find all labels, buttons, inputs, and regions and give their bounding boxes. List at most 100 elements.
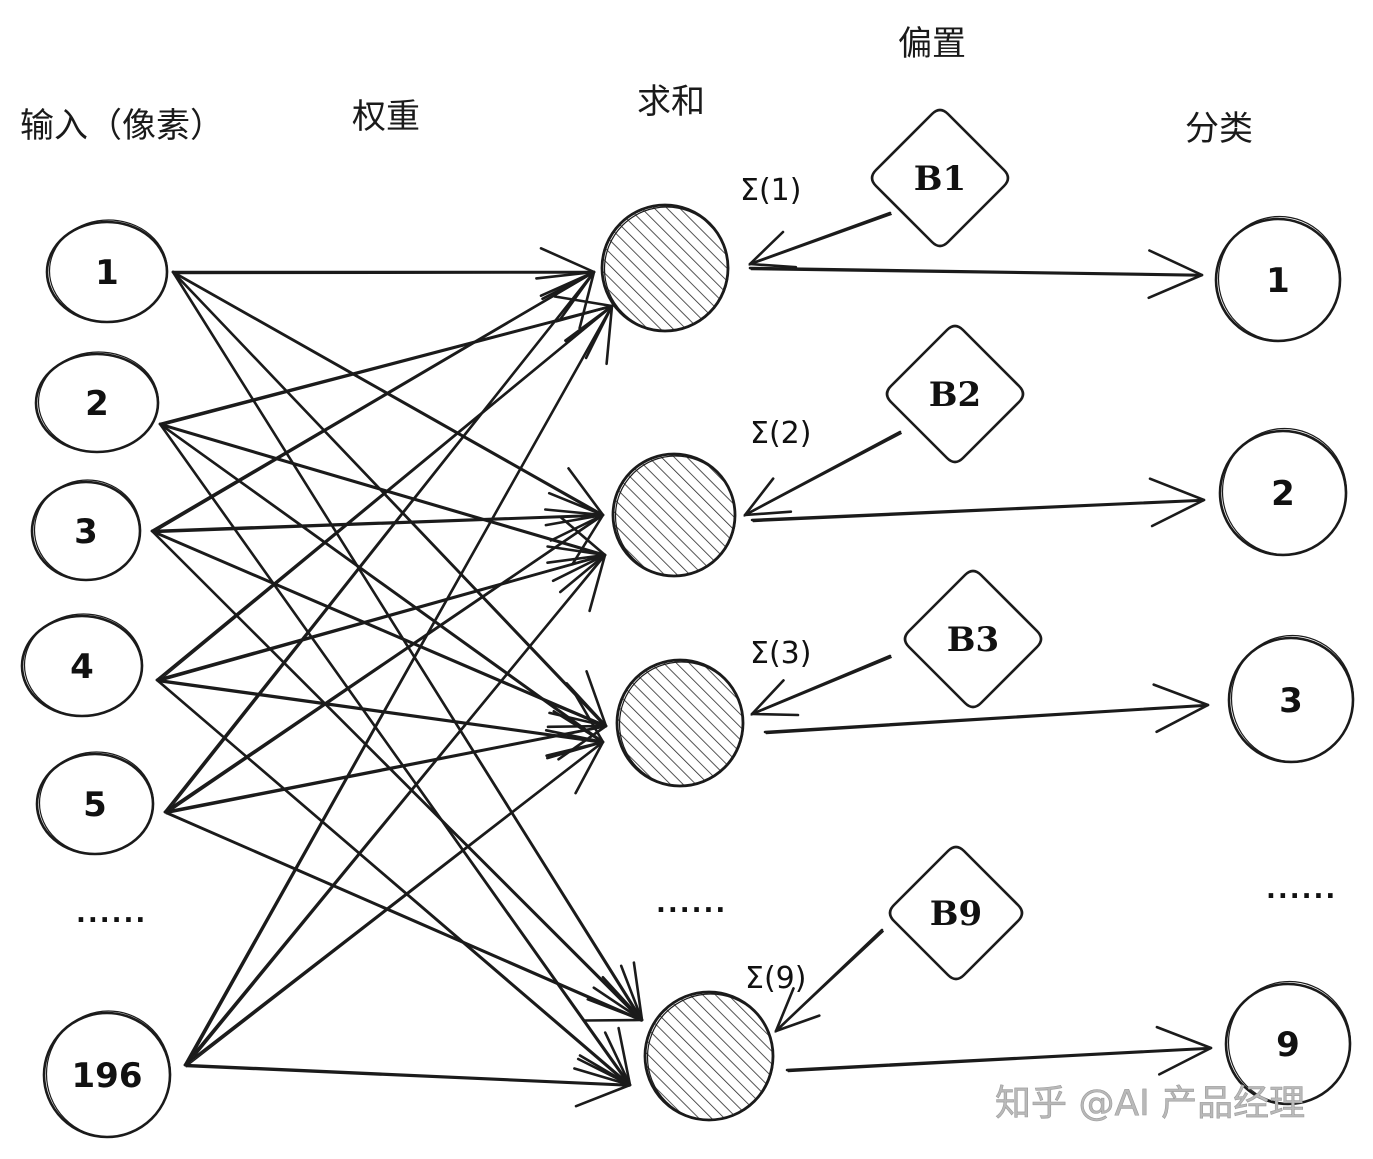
input-node-196: 196: [42, 1010, 172, 1139]
header-classes: 分类: [1185, 109, 1253, 149]
weight-edge-in4-s2-stroke: [155, 553, 607, 682]
arrowhead-in196-s2: [551, 553, 607, 613]
sum-node-label: Σ(2): [750, 416, 811, 451]
weight-edge-in3-s9-stroke-2: [152, 531, 642, 1022]
bias-arrowhead-b1: [748, 230, 798, 269]
bias-edge-b3-stroke-2: [750, 656, 892, 716]
input-node-label: 5: [83, 785, 107, 825]
weight-edge-in5-s9-stroke: [163, 810, 644, 1022]
bias-node-label: B3: [947, 620, 999, 660]
weight-edge-in5-s2-stroke-2: [165, 515, 603, 815]
bias-edges: [743, 211, 902, 1033]
weight-edge-in4-s2: [155, 545, 607, 683]
input-node-4: 4: [20, 613, 144, 718]
output-node-circle-sketch: [1227, 980, 1352, 1105]
output-arrowhead-o2: [1148, 477, 1206, 528]
weight-edge-in5-s3-stroke: [163, 724, 608, 814]
sum-node-circle-sketch: [614, 455, 737, 577]
weight-edge-in5-s1: [163, 270, 596, 815]
weight-edge-in5-s9-stroke-2: [165, 812, 642, 1022]
input-node-1: 1: [45, 219, 169, 324]
bias-arrowhead-b3: [750, 679, 800, 717]
weight-edge-in196-s3-stroke-2: [185, 742, 603, 1068]
input-node-5: 5: [35, 751, 155, 856]
sum-node-s1: Σ(1): [600, 173, 801, 333]
bias-arrowhead-b9: [774, 987, 821, 1033]
bias-node-label: B9: [930, 894, 982, 934]
weight-edge-in3-s2-stroke-2: [152, 515, 603, 534]
output-edge-o9-stroke: [785, 1046, 1213, 1072]
output-edge-o3-stroke: [763, 703, 1210, 734]
bias-node-label: B2: [929, 375, 981, 415]
sum-ellipsis: ......: [656, 889, 727, 919]
output-edge-o3-stroke-2: [765, 705, 1208, 735]
output-node-2: 2: [1218, 427, 1348, 557]
output-arrowhead-o1: [1147, 249, 1204, 300]
sum-node-circle-sketch: [646, 993, 775, 1121]
output-edge-o1: [748, 249, 1204, 300]
weight-edge-in2-s1-stroke-2: [160, 306, 612, 427]
weight-edge-in4-s2-stroke-2: [157, 555, 605, 683]
output-arrowhead-o3: [1152, 683, 1210, 734]
bias-edge-b9: [774, 928, 884, 1033]
weight-edge-in196-s3: [183, 740, 605, 1068]
watermark: 知乎 @AI 产品经理: [995, 1083, 1305, 1124]
bias-diamond-shape: [903, 569, 1043, 709]
weight-edge-in3-s1-stroke-2: [152, 272, 594, 534]
weight-edge-in1-s2-stroke-2: [173, 272, 603, 517]
weight-edge-in3-s3-stroke: [150, 529, 608, 728]
weight-edge-in2-s2-stroke-2: [160, 424, 605, 557]
arrowhead-in196-s3: [545, 740, 605, 795]
output-node-label: 1: [1266, 261, 1290, 301]
input-node-circle-sketch: [45, 1010, 172, 1138]
weight-edge-in2-s1-stroke: [158, 304, 614, 426]
input-node-label: 196: [72, 1056, 143, 1096]
arrowhead-in196-s1: [564, 304, 614, 366]
weight-edge-in196-s1: [183, 304, 614, 1068]
input-node-label: 3: [74, 512, 98, 552]
weight-edge-in2-s3-stroke-2: [160, 424, 603, 744]
input-node-3: 3: [30, 479, 142, 582]
header-sum: 求和: [637, 82, 705, 122]
output-edge-o2-stroke: [750, 498, 1206, 522]
bias-diamond-shape: [885, 324, 1025, 464]
bias-edge-b2-stroke-2: [743, 432, 902, 517]
header-inputs: 输入（像素）: [20, 106, 224, 146]
arrowhead-in5-s1: [541, 270, 596, 330]
weight-edge-in2-s9-stroke-2: [160, 424, 630, 1087]
bias-node-b2: B2: [885, 324, 1025, 464]
output-edge-o2: [750, 477, 1206, 528]
weight-edge-in5-s2: [163, 513, 605, 815]
weight-edge-in1-s1: [171, 247, 596, 297]
input-node-label: 2: [85, 384, 109, 424]
weight-edge-in196-s9-stroke: [183, 1063, 632, 1087]
bias-diamond-shape: [870, 108, 1010, 248]
output-edge-o9-stroke-2: [787, 1048, 1211, 1073]
bias-edge-b2-stroke: [743, 430, 902, 517]
weight-edge-in4-s1: [155, 304, 614, 683]
output-edge-o1-stroke-2: [750, 268, 1202, 277]
weight-edge-in3-s9: [150, 529, 644, 1022]
output-ellipsis: ......: [1266, 875, 1337, 905]
sum-layer: Σ(1)Σ(2)Σ(3)Σ(9): [600, 173, 811, 1122]
input-node-2: 2: [34, 351, 160, 454]
output-node-3: 3: [1227, 634, 1355, 764]
bias-edge-b1-stroke-2: [748, 213, 892, 266]
bias-diamond-shape: [888, 845, 1024, 981]
output-edge-o2-stroke-2: [752, 500, 1204, 523]
arrowhead-in5-s9: [582, 975, 644, 1022]
sum-node-s9: Σ(9): [643, 961, 806, 1122]
input-node-circle-sketch: [48, 219, 169, 323]
bias-arrowhead-b2: [743, 477, 793, 517]
output-arrowhead-o9: [1155, 1025, 1213, 1076]
sum-node-s2: Σ(2): [611, 416, 811, 578]
arrowhead-in196-s9: [574, 1057, 632, 1108]
sum-node-circle-sketch: [603, 206, 730, 332]
output-node-circle-sketch: [1230, 634, 1355, 763]
bias-node-b9: B9: [888, 845, 1024, 981]
output-node-1: 1: [1214, 215, 1342, 343]
output-edge-o9: [785, 1025, 1213, 1076]
input-node-circle-sketch: [33, 479, 142, 581]
